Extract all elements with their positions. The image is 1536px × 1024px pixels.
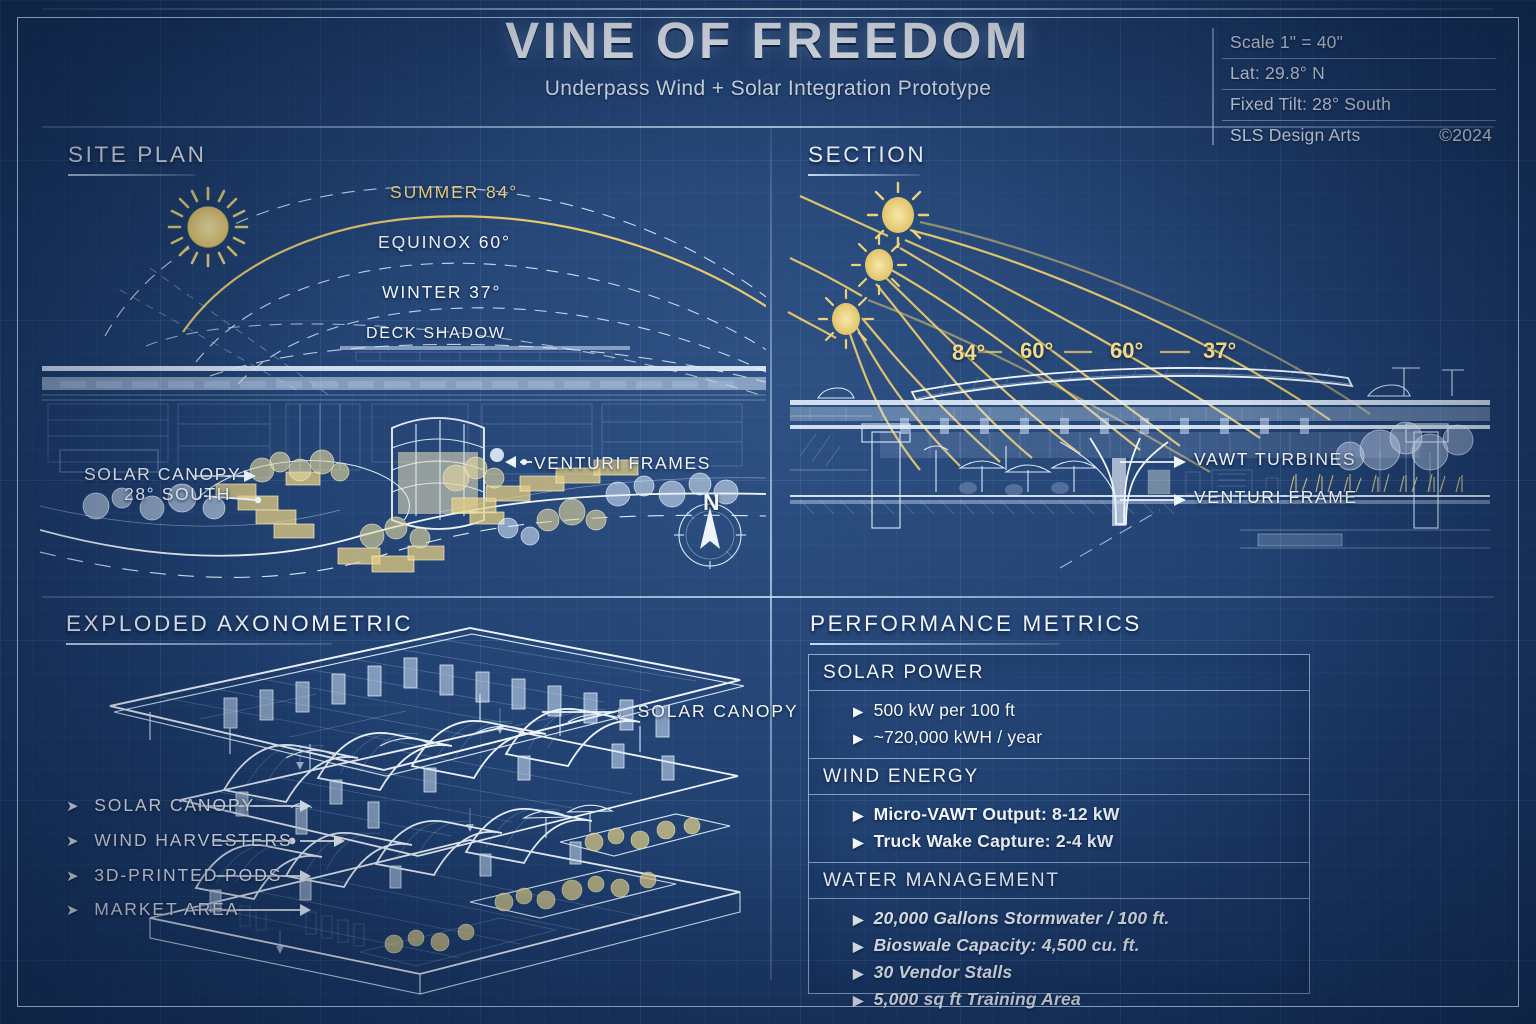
metrics-group-items: ▶ 20,000 Gallons Stormwater / 100 ft. ▶ … bbox=[809, 899, 1309, 1020]
metric-text: 20,000 Gallons Stormwater / 100 ft. bbox=[873, 908, 1170, 928]
bullet-triangle-icon: ▶ bbox=[853, 993, 864, 1008]
section-angle-60-a: 60° bbox=[1020, 338, 1054, 363]
metrics-group-heading: WATER MANAGEMENT bbox=[809, 863, 1309, 899]
sun-icon-summer bbox=[866, 181, 930, 249]
bullet-triangle-icon: ▶ bbox=[853, 808, 864, 823]
axon-label-wind-harvesters: ➤ WIND HARVESTERS bbox=[66, 830, 293, 850]
metric-text: Bioswale Capacity: 4,500 cu. ft. bbox=[873, 935, 1140, 955]
metric-text: 500 kW per 100 ft bbox=[873, 700, 1016, 720]
title-underline bbox=[68, 174, 196, 176]
title-underline bbox=[66, 643, 332, 645]
metric-text: 5,000 sq ft Training Area bbox=[873, 989, 1081, 1009]
callout-venturi-frame: VENTURI FRAME bbox=[1194, 487, 1358, 507]
metric-row: ▶ Micro-VAWT Output: 8-12 kW bbox=[809, 801, 1309, 828]
sunpath-label-deck-shadow: DECK SHADOW bbox=[366, 325, 506, 342]
callout-vawt-turbines: VAWT TURBINES bbox=[1194, 449, 1357, 469]
metric-row: ▶ 30 Vendor Stalls bbox=[809, 959, 1309, 986]
metrics-group-solar: SOLAR POWER ▶ 500 kW per 100 ft ▶ ~720,0… bbox=[809, 655, 1309, 759]
metric-row: ▶ 20,000 Gallons Stormwater / 100 ft. bbox=[809, 905, 1309, 932]
leaf-bullet-icon: ➤ bbox=[66, 798, 81, 815]
metrics-group-wind: WIND ENERGY ▶ Micro-VAWT Output: 8-12 kW… bbox=[809, 759, 1309, 863]
bullet-triangle-icon: ▶ bbox=[853, 704, 864, 719]
leaf-bullet-icon: ➤ bbox=[66, 868, 81, 885]
metrics-group-water: WATER MANAGEMENT ▶ 20,000 Gallons Stormw… bbox=[809, 863, 1309, 1020]
sunpath-label-winter: WINTER 37° bbox=[382, 282, 502, 302]
metric-row: ▶ 500 kW per 100 ft bbox=[809, 697, 1309, 724]
bullet-triangle-icon: ▶ bbox=[853, 835, 864, 850]
sun-icon-winter bbox=[817, 288, 875, 350]
metric-text: ~720,000 kWH / year bbox=[873, 727, 1043, 747]
site-plan-title: SITE PLAN bbox=[68, 142, 206, 176]
metrics-group-items: ▶ Micro-VAWT Output: 8-12 kW ▶ Truck Wak… bbox=[809, 795, 1309, 863]
sunpath-label-equinox: EQUINOX 60° bbox=[378, 232, 511, 252]
callout-venturi-frames: VENTURI FRAMES bbox=[534, 453, 711, 473]
compass-north-label: N bbox=[703, 489, 720, 515]
section-angle-37: 37° bbox=[1203, 338, 1237, 363]
axon-label-market-area: ➤ MARKET AREA bbox=[66, 899, 240, 919]
metrics-group-items: ▶ 500 kW per 100 ft ▶ ~720,000 kWH / yea… bbox=[809, 691, 1309, 759]
axonometric-title: EXPLODED AXONOMETRIC bbox=[66, 611, 413, 645]
sun-icon bbox=[167, 186, 249, 268]
metrics-group-heading: SOLAR POWER bbox=[809, 655, 1309, 691]
axon-label-3d-printed-pods: ➤ 3D-PRINTED PODS bbox=[66, 865, 283, 885]
title-underline bbox=[808, 174, 920, 176]
metrics-title: PERFORMANCE METRICS bbox=[810, 611, 1142, 645]
metrics-group-heading: WIND ENERGY bbox=[809, 759, 1309, 795]
metric-text: Micro-VAWT Output: 8-12 kW bbox=[873, 804, 1120, 824]
metric-text: 30 Vendor Stalls bbox=[873, 962, 1013, 982]
bullet-triangle-icon: ▶ bbox=[853, 731, 864, 746]
title-underline bbox=[810, 643, 1060, 645]
axon-label-solar-canopy-right: ↓ SOLAR CANOPY bbox=[615, 701, 799, 721]
section-angle-84: 84° bbox=[952, 340, 986, 365]
callout-canopy-tilt: 28° SOUTH bbox=[124, 484, 231, 504]
leaf-bullet-icon: ➤ bbox=[66, 833, 81, 850]
section-title: SECTION bbox=[808, 142, 926, 176]
bullet-triangle-icon: ▶ bbox=[853, 966, 864, 981]
section-angle-60-b: 60° bbox=[1110, 338, 1144, 363]
down-arrow-icon: ↓ bbox=[615, 704, 625, 721]
metric-row: ▶ 5,000 sq ft Training Area bbox=[809, 986, 1309, 1013]
leaf-bullet-icon: ➤ bbox=[66, 902, 81, 919]
bullet-triangle-icon: ▶ bbox=[853, 912, 864, 927]
metric-text: Truck Wake Capture: 2-4 kW bbox=[873, 831, 1114, 851]
metric-row: ▶ Truck Wake Capture: 2-4 kW bbox=[809, 828, 1309, 855]
performance-metrics-panel: SOLAR POWER ▶ 500 kW per 100 ft ▶ ~720,0… bbox=[808, 654, 1310, 1009]
bullet-triangle-icon: ▶ bbox=[853, 939, 864, 954]
metric-row: ▶ Bioswale Capacity: 4,500 cu. ft. bbox=[809, 932, 1309, 959]
sun-icon-equinox bbox=[850, 234, 908, 296]
callout-solar-canopy: SOLAR CANOPY bbox=[84, 464, 242, 484]
axon-label-solar-canopy: ➤ SOLAR CANOPY bbox=[66, 795, 256, 815]
sunpath-label-summer: SUMMER 84° bbox=[390, 182, 519, 202]
metric-row: ▶ ~720,000 kWH / year bbox=[809, 724, 1309, 751]
